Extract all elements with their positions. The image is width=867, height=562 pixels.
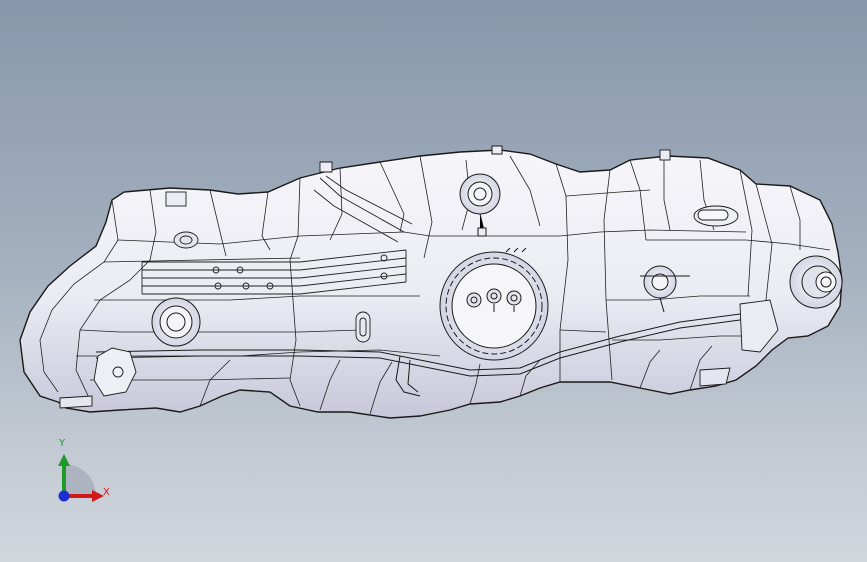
axis-arrows (58, 454, 104, 502)
left-boss (165, 191, 199, 249)
right-filler-neck (789, 255, 843, 309)
coordinate-triad: Y X (44, 436, 124, 516)
lower-fuel-lines (95, 311, 771, 397)
right-bracket (319, 161, 779, 387)
upper-fill-port (459, 145, 503, 237)
right-slot (659, 149, 739, 227)
center-slot (355, 311, 371, 343)
upper-strap (313, 175, 413, 243)
y-axis-label: Y (59, 438, 66, 449)
x-axis-label: X (103, 487, 110, 498)
fuel-pump-module (439, 247, 549, 361)
right-valve (640, 265, 690, 313)
ribbed-channel (141, 249, 407, 295)
left-bracket (59, 347, 137, 409)
left-port (151, 297, 201, 347)
